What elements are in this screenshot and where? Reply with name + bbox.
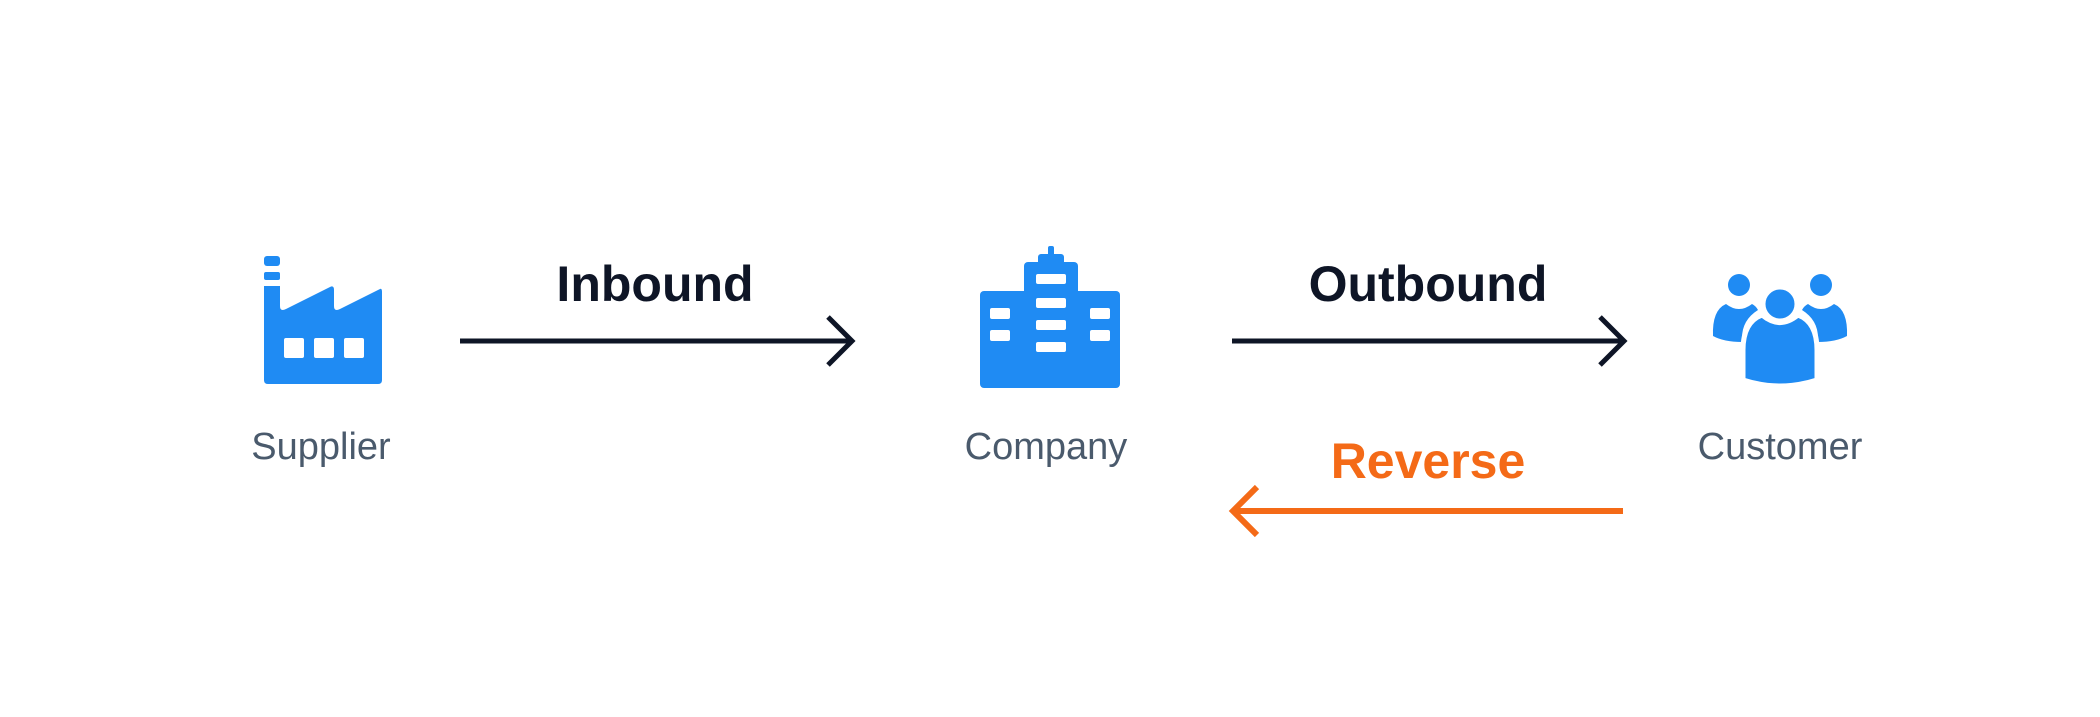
outbound-arrow (1232, 315, 1628, 367)
reverse-label: Reverse (1330, 433, 1526, 489)
inbound-arrow (460, 315, 856, 367)
outbound-label: Outbound (1308, 256, 1548, 312)
customer-label: Customer (1697, 426, 1863, 468)
people-group-icon (1712, 274, 1848, 384)
factory-icon (264, 256, 382, 384)
supplier-label: Supplier (251, 426, 391, 468)
inbound-label: Inbound (556, 256, 754, 312)
reverse-arrow (1228, 484, 1623, 538)
company-label: Company (964, 426, 1128, 468)
office-building-icon (980, 246, 1120, 388)
